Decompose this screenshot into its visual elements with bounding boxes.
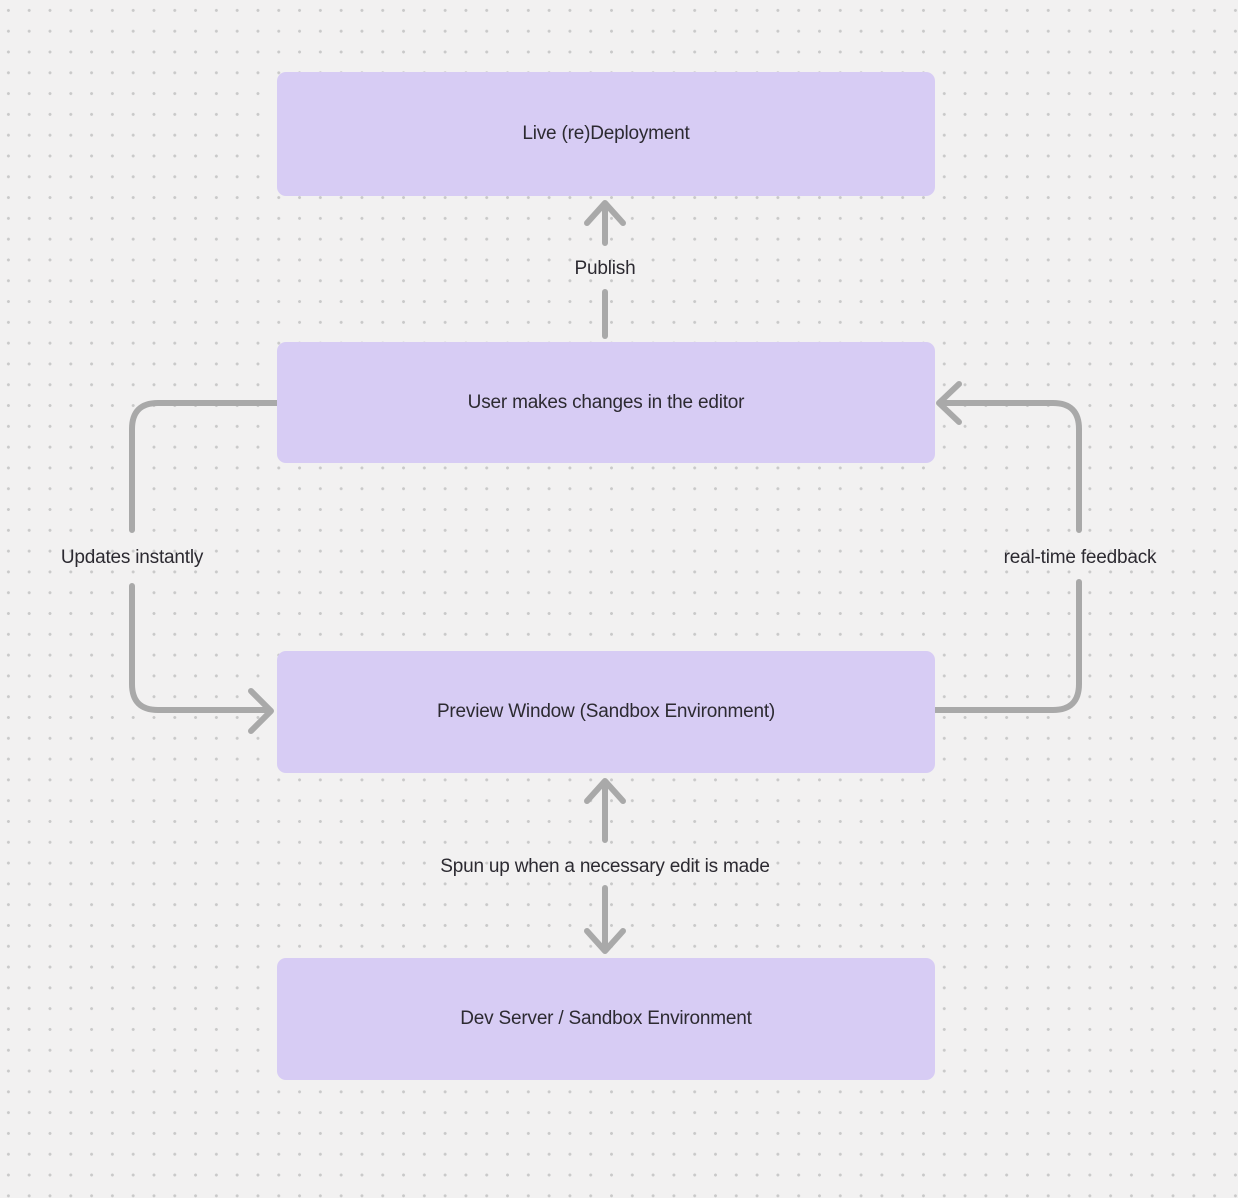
edge-label-realtime-feedback[interactable]: real-time feedback: [1003, 547, 1157, 568]
arrow-updates-instantly-top-segment[interactable]: [129, 400, 280, 533]
edge-label-publish[interactable]: Publish: [574, 258, 636, 279]
arrow-publish-head-segment[interactable]: [584, 200, 626, 246]
node-dev-server-label: Dev Server / Sandbox Environment: [460, 1008, 752, 1029]
arrow-spun-up-upper-segment[interactable]: [584, 778, 626, 843]
arrow-realtime-feedback-top-segment[interactable]: [936, 381, 1082, 533]
node-preview[interactable]: Preview Window (Sandbox Environment): [277, 651, 935, 773]
node-editor[interactable]: User makes changes in the editor: [277, 342, 935, 463]
arrow-realtime-feedback-bottom-segment[interactable]: [932, 579, 1082, 713]
node-dev-server[interactable]: Dev Server / Sandbox Environment: [277, 958, 935, 1080]
edge-label-updates-instantly[interactable]: Updates instantly: [60, 547, 204, 568]
node-live-deployment-label: Live (re)Deployment: [522, 123, 690, 144]
arrow-spun-up-lower-segment[interactable]: [584, 885, 626, 954]
node-live-deployment[interactable]: Live (re)Deployment: [277, 72, 935, 196]
node-editor-label: User makes changes in the editor: [467, 391, 745, 413]
arrow-updates-instantly-bottom-segment[interactable]: [129, 583, 274, 734]
node-preview-label: Preview Window (Sandbox Environment): [436, 701, 776, 722]
edge-label-spun-up[interactable]: Spun up when a necessary edit is made: [440, 856, 770, 877]
